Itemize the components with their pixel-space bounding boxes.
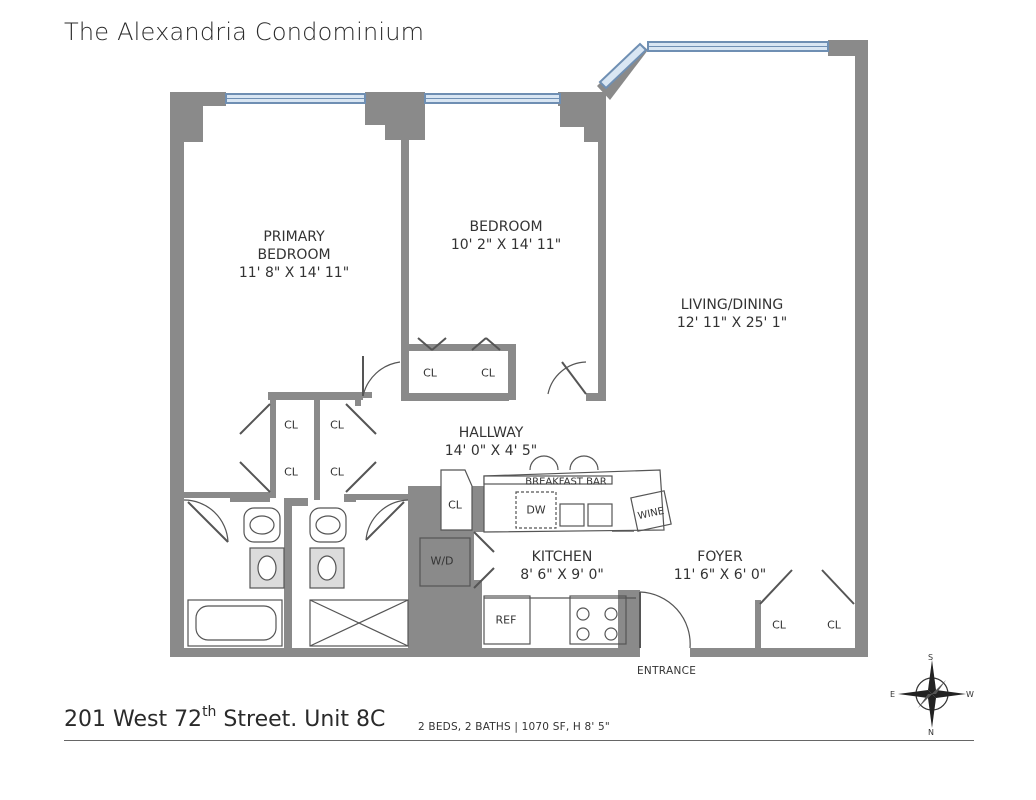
compass-rose: S N E W [890,653,974,736]
foyer-dims: 11' 6" X 6' 0" [673,567,767,583]
bedroom-name: BEDROOM [469,219,543,235]
closet-label: CL [481,366,495,380]
closet-label: CL [772,618,786,632]
compass-s: S [928,653,933,662]
living-dining-dims: 12' 11" X 25' 1" [676,315,788,331]
primary-bedroom-name-line1: PRIMARY [263,229,325,245]
address-prefix: 201 West 72 [64,707,203,732]
address: 201 West 72th Street. Unit 8C [64,704,385,732]
dishwasher-label: DW [526,503,546,517]
breakfast-bar-label: BREAKFAST BAR [525,476,607,488]
doors [183,337,855,649]
bathroom-fixtures [187,507,409,647]
bedroom-dims: 10' 2" X 14' 11" [450,237,562,253]
bedroom-label: BEDROOM 10' 2" X 14' 11" [451,218,561,254]
plan-title: The Alexandria Condominium [64,18,425,46]
primary-bedroom-name-line2: BEDROOM [257,247,331,263]
compass-e: E [890,690,895,699]
hallway-name: HALLWAY [458,425,524,441]
address-suffix: Street. Unit 8C [216,707,386,732]
windows [225,41,829,104]
address-superscript: th [202,704,217,720]
hall-closet [440,469,473,531]
closet-label: CL [330,418,344,432]
closet-label: CL [284,465,298,479]
kitchen-fixtures [419,455,672,645]
foyer-label: FOYER 11' 6" X 6' 0" [674,548,767,584]
hallway-dims: 14' 0" X 4' 5" [444,443,538,459]
kitchen-label: KITCHEN 8' 6" X 9' 0" [520,548,604,584]
kitchen-dims: 8' 6" X 9' 0" [520,567,604,583]
entrance-label: ENTRANCE [637,665,697,677]
closet-label: CL [423,366,437,380]
footer-divider [64,740,974,741]
hallway-label: HALLWAY 14' 0" X 4' 5" [445,424,538,460]
closet-label: CL [827,618,841,632]
closet-label: CL [330,465,344,479]
living-dining-label: LIVING/DINING 12' 11" X 25' 1" [677,296,787,332]
refrigerator-label: REF [495,613,517,627]
foyer-name: FOYER [697,549,743,565]
primary-bedroom-dims: 11' 8" X 14' 11" [238,265,350,281]
primary-bedroom-label: PRIMARY BEDROOM 11' 8" X 14' 11" [239,228,349,282]
closet-label: CL [284,418,298,432]
compass-w: W [966,690,974,699]
compass-n: N [928,728,934,736]
kitchen-name: KITCHEN [531,549,593,565]
closet-label: CL [448,498,462,512]
unit-specs: 2 BEDS, 2 BATHS | 1070 SF, H 8' 5" [418,721,610,733]
washer-dryer-label: W/D [430,554,454,568]
living-dining-name: LIVING/DINING [680,297,784,313]
